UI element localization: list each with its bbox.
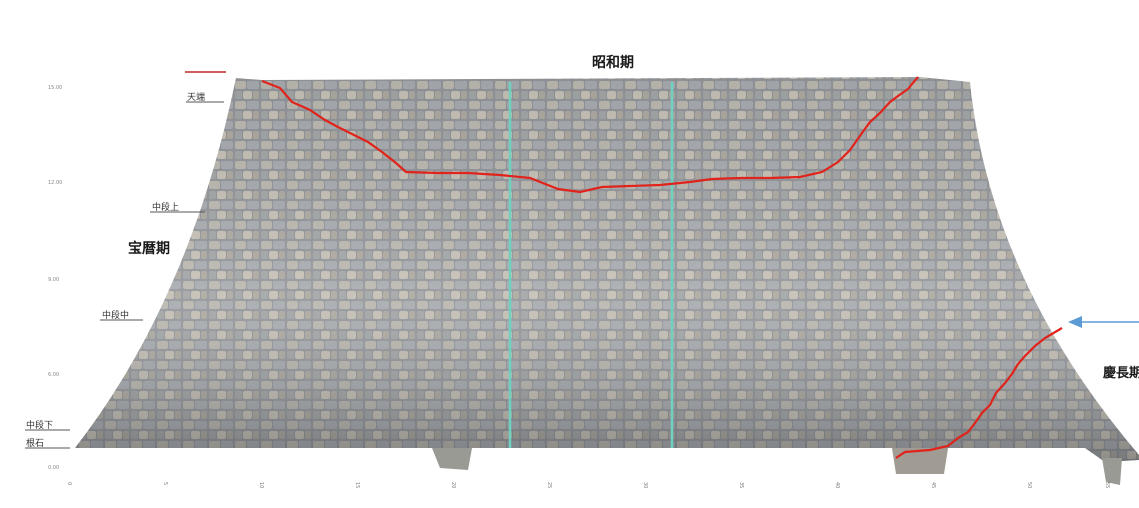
y-tick-2: 9.00 bbox=[48, 277, 60, 283]
base-stone-middle bbox=[892, 448, 948, 474]
x-tick-11: 55 bbox=[1104, 482, 1110, 489]
x-tick-3: 15 bbox=[354, 482, 360, 489]
y-tick-4: 0.00 bbox=[48, 465, 60, 471]
arrow-head bbox=[1068, 316, 1082, 328]
x-tick-2: 10 bbox=[258, 482, 264, 489]
period-label-keicho: 慶長期 bbox=[1103, 366, 1139, 381]
base-stone-right bbox=[1102, 458, 1122, 485]
level-label-upper: 中段上 bbox=[152, 203, 180, 213]
level-label-middle: 中段中 bbox=[102, 311, 130, 321]
y-tick-3: 6.00 bbox=[48, 372, 60, 378]
showa-boundary-line bbox=[261, 76, 919, 194]
level-label-tenba: 天端 bbox=[187, 93, 206, 103]
y-tick-1: 12.00 bbox=[48, 180, 63, 186]
level-label-lower: 中段下 bbox=[26, 421, 54, 431]
level-label-base: 根石 bbox=[26, 439, 45, 449]
y-tick-0: 15.00 bbox=[48, 85, 63, 91]
x-tick-7: 35 bbox=[738, 482, 744, 489]
keicho-boundary-line bbox=[895, 327, 1063, 459]
period-label-horeki: 宝暦期 bbox=[128, 241, 170, 257]
wall-shading bbox=[75, 77, 1139, 462]
x-tick-9: 45 bbox=[930, 482, 936, 489]
x-tick-4: 20 bbox=[450, 482, 456, 489]
period-label-showa: 昭和期 bbox=[592, 55, 634, 71]
x-tick-1: 5 bbox=[162, 482, 168, 486]
base-stone-left bbox=[432, 448, 472, 470]
x-tick-0: 0 bbox=[66, 482, 72, 486]
x-tick-5: 25 bbox=[546, 482, 552, 489]
x-tick-6: 30 bbox=[642, 482, 648, 489]
x-tick-8: 40 bbox=[834, 482, 840, 489]
x-tick-10: 50 bbox=[1026, 482, 1032, 489]
